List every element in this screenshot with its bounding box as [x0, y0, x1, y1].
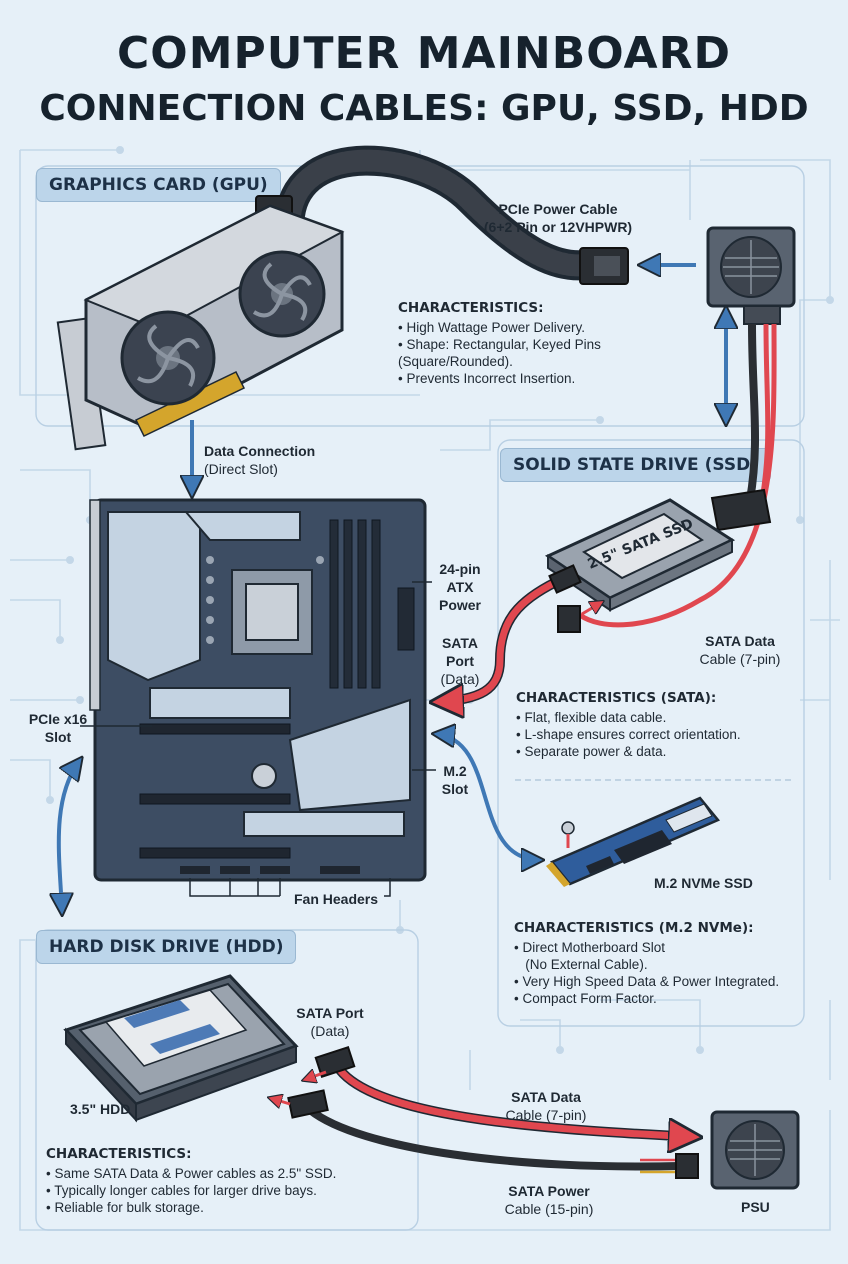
- page-subtitle: CONNECTION CABLES: GPU, SSD, HDD: [39, 88, 809, 129]
- m2-characteristics: CHARACTERISTICS (M.2 NVMe): Direct Mothe…: [514, 920, 804, 1007]
- sata-characteristics-heading: CHARACTERISTICS (SATA):: [516, 690, 717, 706]
- section-tag-hdd: HARD DISK DRIVE (HDD): [36, 930, 297, 964]
- hdd-sata-data-cable-title: SATA Data: [511, 1089, 581, 1105]
- sata-data-cable-detail: Cable (7-pin): [699, 651, 781, 667]
- hdd-characteristic-item: Typically longer cables for larger drive…: [46, 1182, 386, 1199]
- sata-port-label: SATA Port: [441, 635, 479, 669]
- sata-power-cable-title: SATA Power: [508, 1183, 590, 1199]
- data-connection-label: Data Connection: [204, 443, 316, 459]
- hdd-sata-port-detail: (Data): [310, 1023, 350, 1039]
- gpu-characteristics: CHARACTERISTICS: High Wattage Power Deli…: [398, 300, 638, 387]
- sata-power-cable-detail: Cable (15-pin): [504, 1201, 594, 1217]
- motherboard: [89, 498, 427, 882]
- hdd-characteristics-heading: CHARACTERISTICS:: [46, 1146, 192, 1162]
- sata-characteristic-item: Flat, flexible data cable.: [516, 709, 801, 726]
- gpu-characteristic-item: High Wattage Power Delivery.: [398, 319, 638, 336]
- ssd-drive: [544, 498, 736, 612]
- fan-icon: [238, 250, 326, 338]
- hdd-sata-port-label: SATA Port: [296, 1005, 364, 1021]
- m2-characteristic-item: Direct Motherboard Slot: [514, 939, 804, 956]
- sata-characteristic-item: Separate power & data.: [516, 743, 801, 760]
- atx-power-label: 24-pin ATX Power: [438, 561, 481, 613]
- fan-icon: [120, 310, 216, 406]
- psu-unit: [710, 1110, 800, 1190]
- hdd-drive: [63, 974, 299, 1123]
- section-tag-gpu: GRAPHICS CARD (GPU): [36, 168, 281, 202]
- m2-characteristics-heading: CHARACTERISTICS (M.2 NVMe):: [514, 920, 754, 936]
- sata-characteristics: CHARACTERISTICS (SATA): Flat, flexible d…: [516, 690, 801, 760]
- m2-characteristic-item: Compact Form Factor.: [514, 990, 804, 1007]
- m2-nvme-label: M.2 NVMe SSD: [654, 875, 753, 891]
- m2-characteristic-item: Very High Speed Data & Power Integrated.: [514, 973, 804, 990]
- hdd-characteristic-item: Reliable for bulk storage.: [46, 1199, 386, 1216]
- psu-unit: [706, 226, 796, 325]
- hdd-drive-label: 3.5" HDD: [70, 1101, 131, 1117]
- gpu-card: [56, 204, 345, 451]
- sata-port-detail: (Data): [440, 671, 480, 687]
- psu-label: PSU: [741, 1199, 770, 1215]
- pcie-slot-label: PCIe x16 Slot: [28, 711, 88, 745]
- sata-characteristic-item: L-shape ensures correct orientation.: [516, 726, 801, 743]
- sata-data-cable-title: SATA Data: [705, 633, 775, 649]
- gpu-characteristic-item: Prevents Incorrect Insertion.: [398, 370, 638, 387]
- gpu-characteristics-heading: CHARACTERISTICS:: [398, 300, 544, 316]
- m2-slot-label: M.2 Slot: [441, 763, 469, 797]
- page-title: COMPUTER MAINBOARD: [117, 28, 731, 79]
- screw-icon: [561, 821, 575, 848]
- section-tag-ssd: SOLID STATE DRIVE (SSD): [500, 448, 771, 482]
- pcie-cable-detail: (6+2 Pin or 12VHPWR): [483, 219, 633, 235]
- m2-stick: [546, 796, 721, 887]
- hdd-characteristic-item: Same SATA Data & Power cables as 2.5" SS…: [46, 1165, 386, 1182]
- gpu-characteristic-item: Shape: Rectangular, Keyed Pins (Square/R…: [398, 336, 638, 370]
- fan-headers-label: Fan Headers: [294, 891, 379, 907]
- pcie-cable-title: PCIe Power Cable: [498, 201, 618, 217]
- hdd-sata-data-cable-detail: Cable (7-pin): [505, 1107, 587, 1123]
- hdd-characteristics: CHARACTERISTICS: Same SATA Data & Power …: [46, 1146, 386, 1216]
- m2-characteristic-item: (No External Cable).: [521, 957, 648, 972]
- data-connection-detail: (Direct Slot): [204, 461, 278, 477]
